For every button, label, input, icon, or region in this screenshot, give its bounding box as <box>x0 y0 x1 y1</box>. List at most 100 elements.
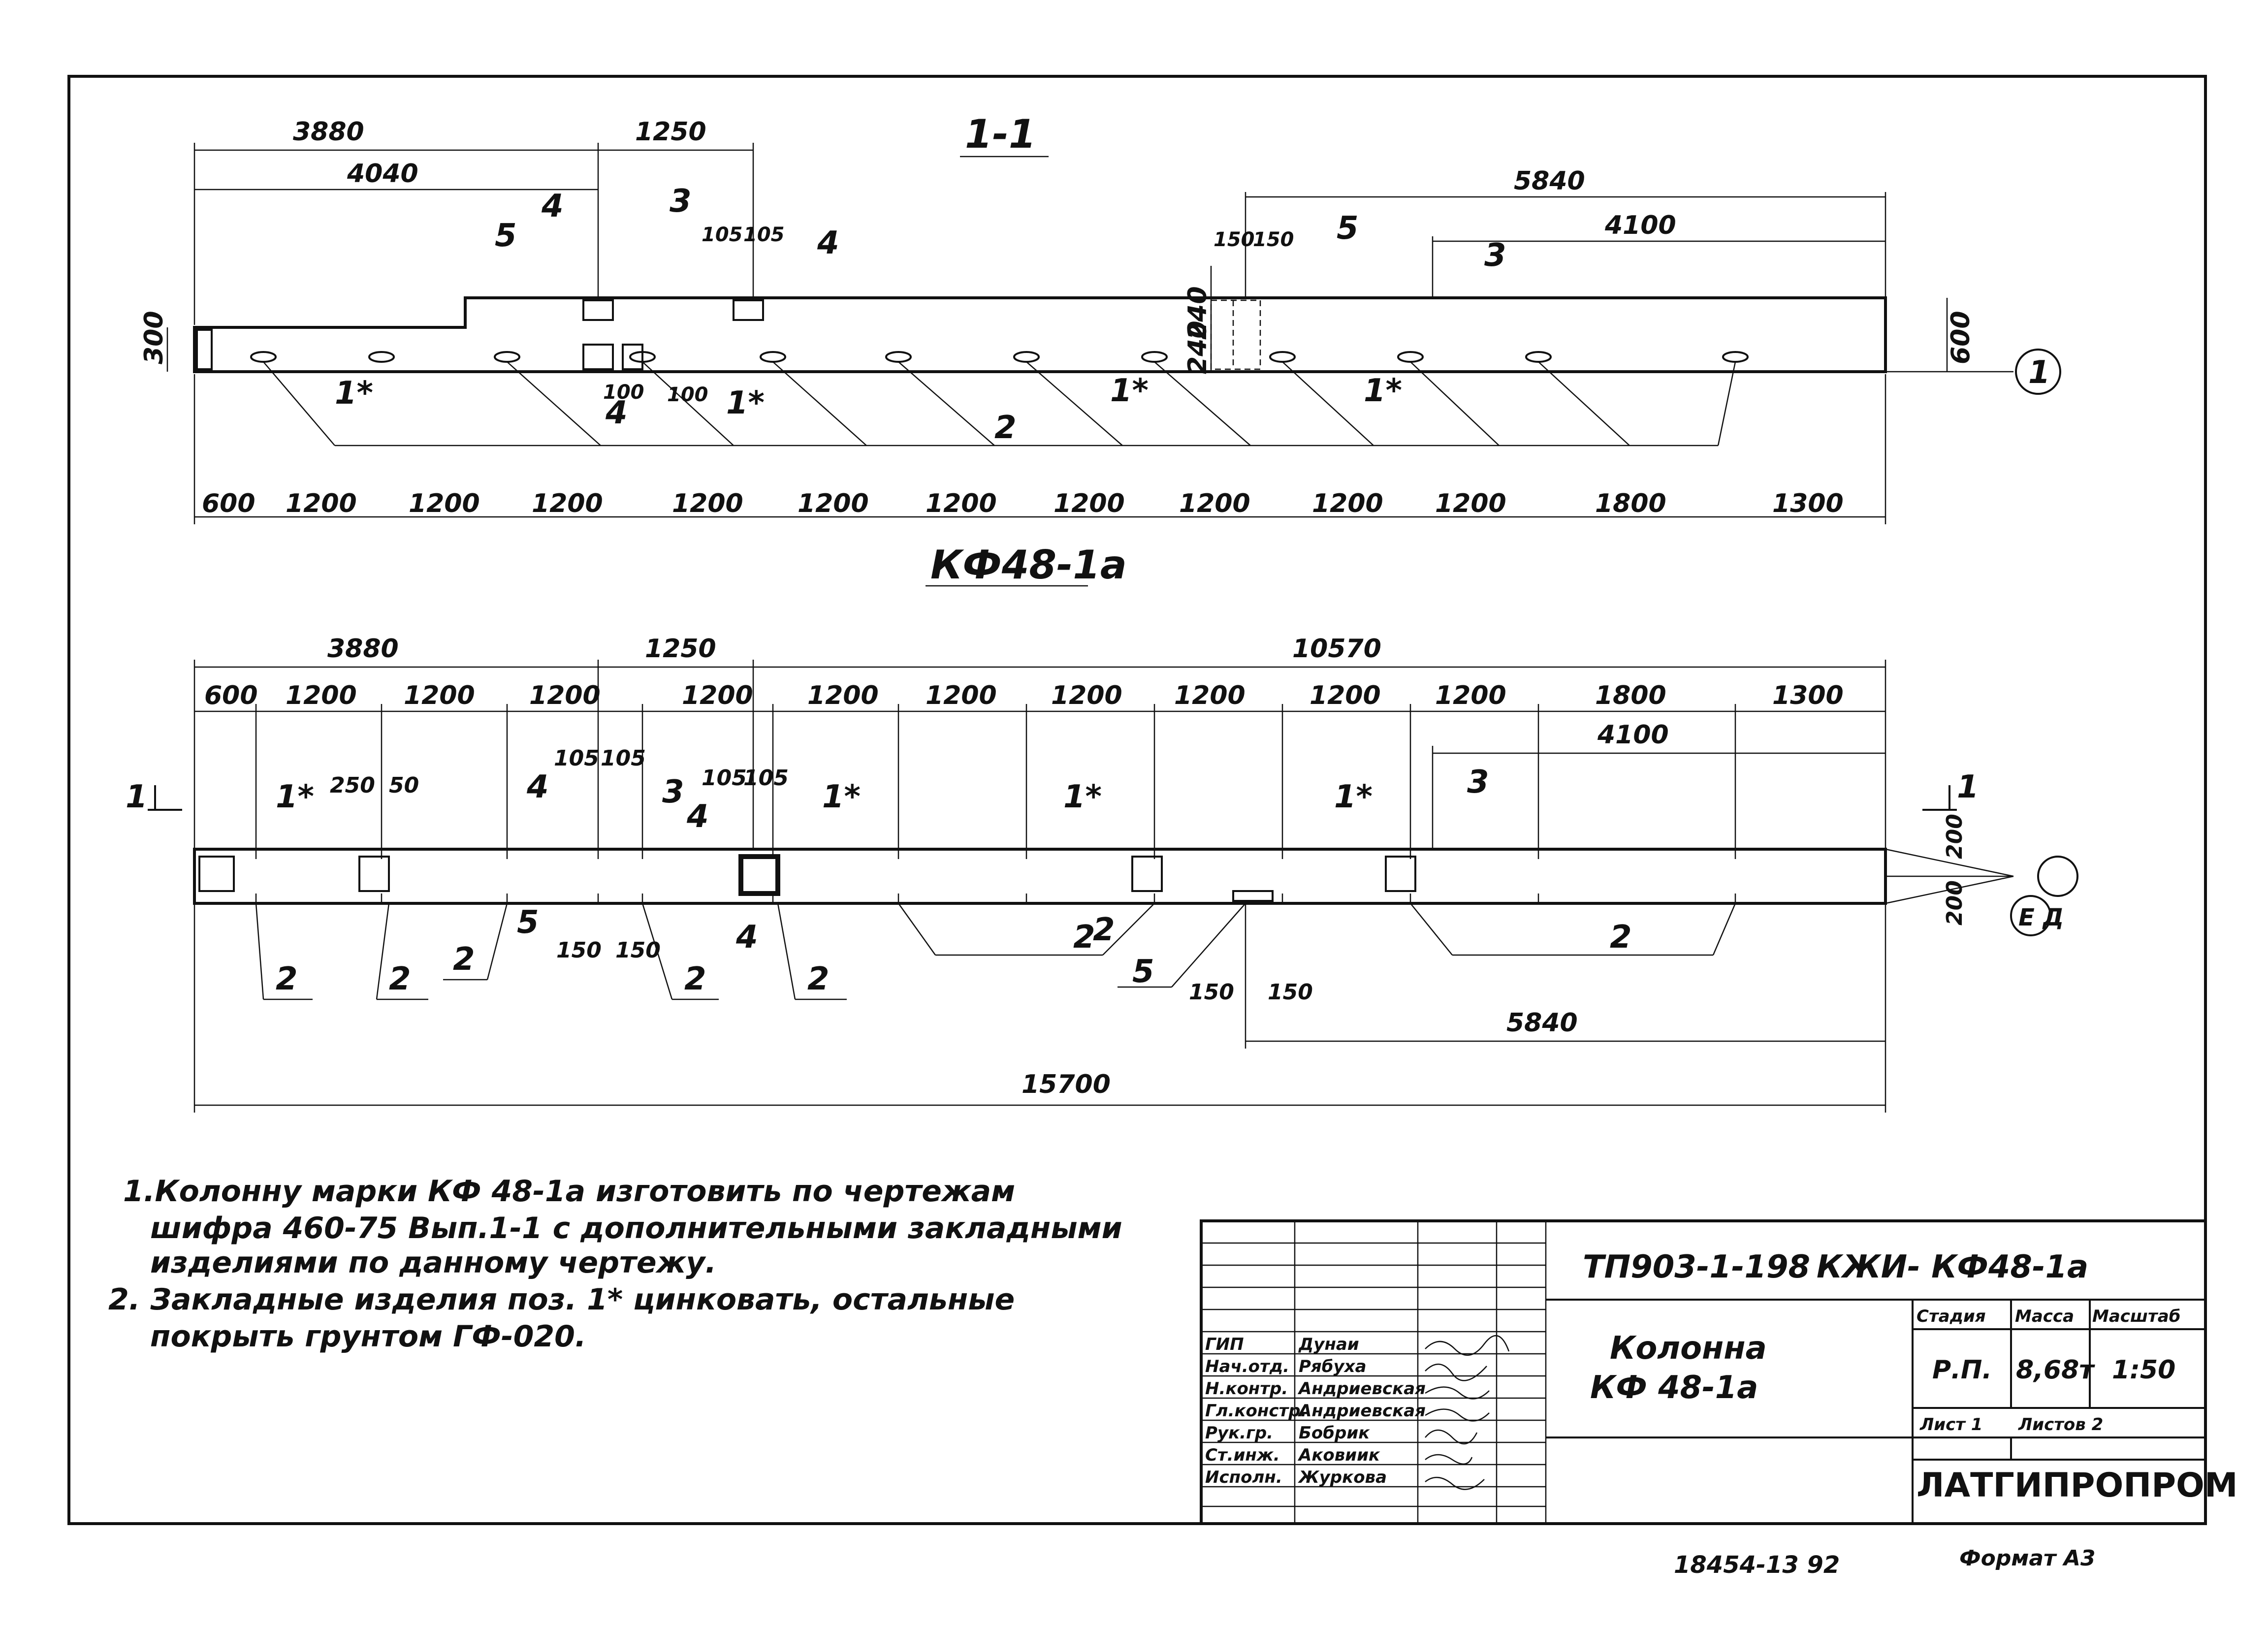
mark-title: КФ48-1а <box>930 542 1127 588</box>
svg-text:Масса: Масса <box>2015 1307 2074 1326</box>
svg-text:изделиями по данному чертежу.: изделиями по данному чертежу. <box>150 1245 716 1280</box>
svg-text:100: 100 <box>603 381 644 404</box>
svg-text:1*: 1* <box>335 375 373 412</box>
svg-text:1200: 1200 <box>926 681 997 710</box>
svg-text:1*: 1* <box>1063 779 1102 815</box>
svg-text:300: 300 <box>139 311 169 364</box>
svg-text:105: 105 <box>743 223 785 246</box>
svg-text:3: 3 <box>662 774 684 810</box>
svg-text:ГИП: ГИП <box>1205 1335 1244 1354</box>
svg-text:105: 105 <box>702 223 743 246</box>
sheet-format: Формат А3 <box>1959 1546 2096 1571</box>
svg-text:1200: 1200 <box>798 489 869 518</box>
svg-text:1200: 1200 <box>1312 489 1383 518</box>
svg-text:1200: 1200 <box>286 489 357 518</box>
svg-text:Андриевская: Андриевская <box>1297 1401 1426 1421</box>
svg-text:1250: 1250 <box>635 117 706 147</box>
svg-text:50: 50 <box>389 773 419 798</box>
svg-text:105: 105 <box>702 766 747 791</box>
svg-text:5: 5 <box>1132 954 1154 990</box>
svg-text:1200: 1200 <box>1179 489 1250 518</box>
svg-text:150: 150 <box>1214 228 1255 251</box>
svg-text:4: 4 <box>735 919 758 956</box>
axis-marker-1 <box>2015 349 2061 395</box>
svg-text:Гл.констр.: Гл.констр. <box>1205 1401 1307 1421</box>
svg-text:1200: 1200 <box>1054 489 1125 518</box>
svg-text:4: 4 <box>526 769 549 805</box>
plan-view: 1 1 3880 1250 10570 600 1200 1200 1200 1… <box>126 634 2078 1113</box>
svg-text:5840: 5840 <box>1514 166 1585 196</box>
plan-row-dims: 600 1200 1200 1200 1200 1200 1200 1200 1… <box>204 681 1844 710</box>
drawing-mark: КЖИ- КФ48-1а <box>1817 1249 2088 1285</box>
column-plan <box>193 848 1887 905</box>
svg-text:Ст.инж.: Ст.инж. <box>1205 1445 1280 1465</box>
svg-text:2: 2 <box>1093 912 1115 948</box>
svg-text:Андриевская: Андриевская <box>1297 1379 1426 1399</box>
section-1-1: 1-1 <box>139 111 2061 588</box>
svg-text:Н.контр.: Н.контр. <box>1205 1379 1288 1399</box>
plate-section <box>582 299 614 321</box>
svg-text:1*: 1* <box>1110 373 1149 409</box>
svg-text:Бобрик: Бобрик <box>1299 1423 1370 1443</box>
svg-text:Р.П.: Р.П. <box>1932 1355 1992 1385</box>
svg-text:5840: 5840 <box>1506 1008 1578 1038</box>
svg-text:1800: 1800 <box>1595 681 1666 710</box>
svg-text:100: 100 <box>667 383 708 406</box>
svg-text:1200: 1200 <box>1435 489 1506 518</box>
svg-text:240: 240 <box>1183 320 1213 374</box>
svg-text:1200: 1200 <box>286 681 357 710</box>
cut-mark-left: 1 <box>126 779 148 815</box>
svg-text:1*: 1* <box>726 385 765 421</box>
organization: ЛАТГИПРОПРОМ <box>1917 1466 2238 1505</box>
svg-text:1200: 1200 <box>682 681 753 710</box>
svg-text:3: 3 <box>670 183 692 220</box>
svg-text:1800: 1800 <box>1595 489 1666 518</box>
svg-text:1: 1 <box>2028 354 2050 391</box>
svg-text:2: 2 <box>1073 919 1095 956</box>
svg-text:10570: 10570 <box>1292 634 1381 664</box>
svg-text:3: 3 <box>1484 237 1506 274</box>
svg-text:4040: 4040 <box>347 159 418 189</box>
svg-text:4: 4 <box>817 225 839 261</box>
svg-text:1200: 1200 <box>409 489 480 518</box>
svg-text:1200: 1200 <box>807 681 879 710</box>
svg-text:2: 2 <box>684 961 706 997</box>
svg-text:150: 150 <box>615 938 661 963</box>
column-profile <box>193 296 1887 373</box>
svg-text:1*: 1* <box>822 779 861 815</box>
svg-text:1200: 1200 <box>926 489 997 518</box>
svg-text:150: 150 <box>1268 980 1313 1005</box>
svg-text:Рук.гр.: Рук.гр. <box>1205 1423 1273 1443</box>
svg-text:1250: 1250 <box>645 634 716 664</box>
svg-text:Лист 1: Лист 1 <box>1919 1415 1982 1435</box>
axis-marker-d <box>2037 856 2078 897</box>
section-title: 1-1 <box>965 111 1036 157</box>
svg-text:1.Колонну марки КФ 48-1а изгот: 1.Колонну марки КФ 48-1а изготовить по ч… <box>123 1174 1015 1209</box>
svg-text:600: 600 <box>202 489 256 518</box>
svg-text:4100: 4100 <box>1597 720 1669 750</box>
sheet-frame <box>67 75 2207 1525</box>
svg-text:5: 5 <box>1337 210 1359 247</box>
axis-marker-e <box>2010 895 2051 936</box>
svg-text:1200: 1200 <box>1051 681 1122 710</box>
svg-text:Журкова: Журкова <box>1298 1468 1387 1487</box>
svg-text:8,68т: 8,68т <box>2016 1355 2095 1385</box>
svg-text:3880: 3880 <box>293 117 364 147</box>
svg-text:4: 4 <box>541 188 564 224</box>
svg-text:150: 150 <box>556 938 602 963</box>
signatures <box>1425 1335 1510 1490</box>
svg-text:1200: 1200 <box>1310 681 1381 710</box>
svg-text:Аковиик: Аковиик <box>1297 1445 1380 1465</box>
section-small-dims: 105 105 150 150 100 100 <box>603 223 1294 406</box>
svg-text:600: 600 <box>204 681 258 710</box>
svg-text:1*: 1* <box>276 779 314 815</box>
svg-text:600: 600 <box>1946 311 1976 364</box>
svg-text:150: 150 <box>1189 980 1234 1005</box>
svg-text:Нач.отд.: Нач.отд. <box>1205 1357 1289 1376</box>
svg-text:4100: 4100 <box>1604 211 1676 240</box>
svg-text:105: 105 <box>554 746 599 771</box>
svg-text:1300: 1300 <box>1772 681 1844 710</box>
drawing-code: ТП903-1-198 <box>1583 1249 1810 1285</box>
section-vert-dims: 300 600 240 240 <box>139 286 1976 374</box>
